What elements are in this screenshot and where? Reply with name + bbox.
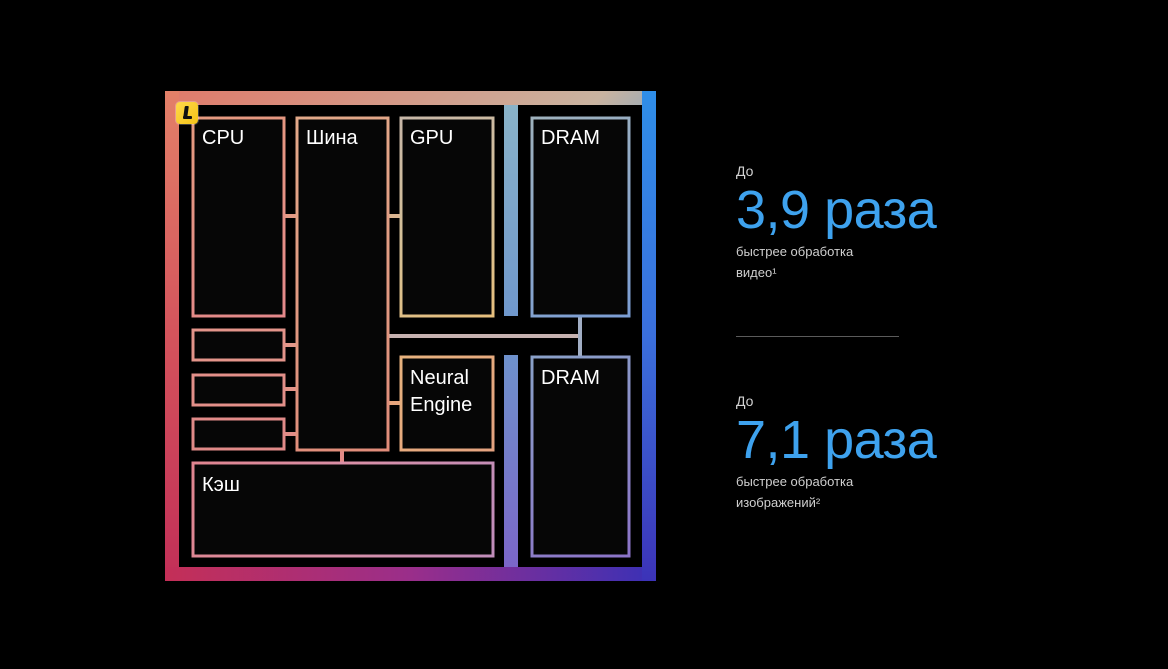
cpu-label: CPU	[202, 127, 244, 149]
small-block-1	[191, 328, 286, 362]
stat-prefix: До	[736, 393, 754, 409]
cache-label: Кэш	[202, 474, 240, 496]
bus-block: Шина	[295, 116, 390, 452]
bus-label: Шина	[306, 127, 359, 149]
stat-video: До 3,9 раза быстрее обработка видео¹	[736, 163, 937, 283]
small-block-3	[191, 417, 286, 451]
dram-top-block: DRAM	[530, 116, 631, 318]
stat-value: 3,9 раза	[736, 180, 937, 240]
gpu-label: GPU	[410, 127, 453, 149]
stat-description: быстрее обработка изображений²	[736, 474, 854, 510]
dram-separator	[504, 105, 518, 567]
neural-engine-block: Neural Engine	[399, 355, 495, 452]
stat-value: 7,1 раза	[736, 410, 937, 470]
small-block-2	[191, 373, 286, 407]
dram-bottom-block: DRAM	[530, 355, 631, 558]
neural-label-line2: Engine	[410, 394, 472, 416]
stats-divider	[736, 336, 899, 337]
stat-description: быстрее обработка видео¹	[736, 244, 854, 280]
gpu-block: GPU	[399, 116, 495, 318]
dram-bottom-label: DRAM	[541, 367, 600, 389]
neural-label-line1: Neural	[410, 367, 469, 389]
cache-block: Кэш	[191, 461, 495, 558]
dram-top-label: DRAM	[541, 127, 600, 149]
app-logo-icon	[176, 102, 198, 124]
stat-images: До 7,1 раза быстрее обработка изображени…	[736, 393, 937, 513]
stat-prefix: До	[736, 163, 754, 179]
small-blocks	[191, 328, 286, 451]
cpu-block: CPU	[191, 116, 286, 318]
interconnects	[284, 214, 582, 463]
